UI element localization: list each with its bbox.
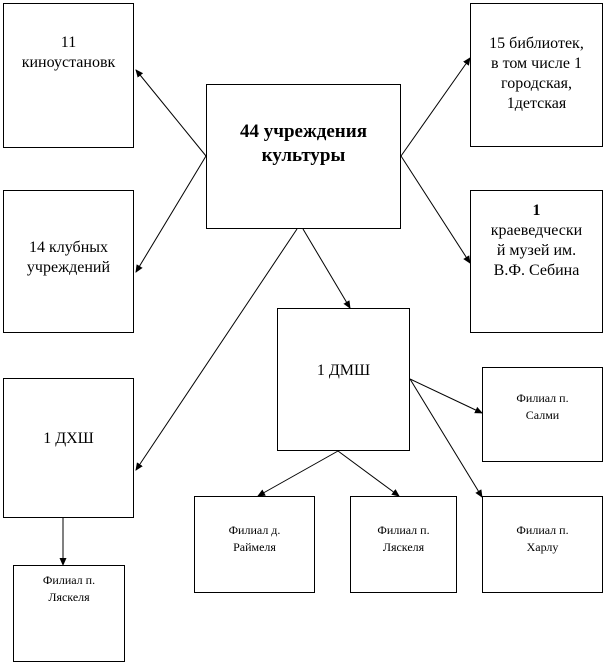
arrow-center-to-libraries [400, 57, 471, 157]
branch-lyaskelya-music-box: Филиал п. Ляскеля [350, 496, 457, 593]
libraries-label: 15 библиотек, в том числе 1 городская, 1… [489, 35, 584, 112]
club-institutions-box: 14 клубных учреждений [3, 190, 134, 333]
branch-harlu-label: Филиал п. Харлу [516, 523, 569, 554]
art-school-label: 1 ДХШ [43, 430, 94, 447]
cinema-installations-box: 11 киноустановк [3, 3, 134, 148]
arrow-dmsh-to-lyaskelya [337, 450, 400, 497]
museum-box: 1 краеведчески й музей им. В.Ф. Себина [470, 190, 603, 333]
branch-salmi-box: Филиал п. Салми [482, 367, 603, 462]
branch-raymelya-box: Филиал д. Раймеля [194, 496, 315, 593]
libraries-box: 15 библиотек, в том числе 1 городская, 1… [470, 3, 603, 147]
branch-lyaskelya-art-box: Филиал п. Ляскеля [13, 565, 125, 662]
arrow-center-to-dhsh [135, 228, 298, 471]
arrow-center-to-museum [400, 155, 471, 264]
center-label: 44 учреждения культуры [240, 121, 367, 166]
museum-text: 1 краеведчески й музей им. В.Ф. Себина [471, 201, 602, 281]
museum-label: краеведчески й музей им. В.Ф. Себина [490, 222, 583, 279]
branch-salmi-label: Филиал п. Салми [516, 391, 569, 422]
arrow-center-to-clubs [135, 155, 207, 273]
branch-harlu-box: Филиал п. Харлу [482, 496, 603, 593]
arrow-dmsh-to-harlu [409, 378, 483, 498]
arrow-center-to-dmsh [302, 228, 351, 309]
center-box: 44 учреждения культуры [206, 84, 401, 229]
arrow-center-to-kino [135, 69, 207, 157]
art-school-box: 1 ДХШ [3, 378, 134, 518]
branch-lyaskelya-music-label: Филиал п. Ляскеля [377, 523, 430, 554]
cinema-installations-label: 11 киноустановк [21, 34, 116, 71]
branch-raymelya-label: Филиал д. Раймеля [228, 523, 281, 554]
arrow-dmsh-to-salmi [409, 378, 483, 414]
music-school-box: 1 ДМШ [277, 308, 410, 451]
museum-number: 1 [532, 202, 541, 219]
club-institutions-label: 14 клубных учреждений [26, 239, 111, 276]
branch-lyaskelya-art-label: Филиал п. Ляскеля [42, 573, 96, 604]
music-school-label: 1 ДМШ [316, 362, 371, 379]
arrow-dmsh-to-raymelya [257, 450, 339, 497]
